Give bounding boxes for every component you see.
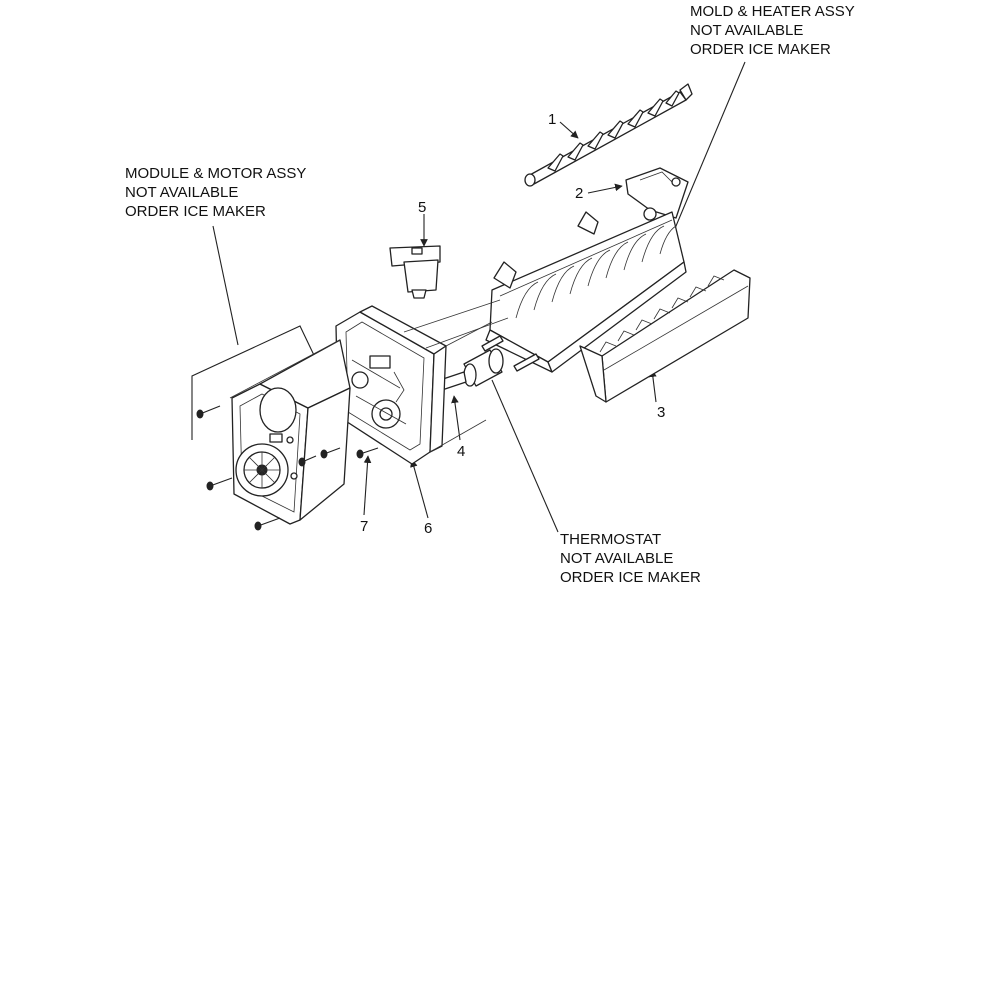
module-housing	[335, 299, 509, 465]
screw-6	[356, 447, 379, 459]
module-motor-callout: MODULE & MOTOR ASSY NOT AVAILABLE ORDER …	[125, 165, 306, 220]
thermostat-callout: THERMOSTAT NOT AVAILABLE ORDER ICE MAKER	[560, 531, 701, 586]
thermostat-callout-line-2: NOT AVAILABLE	[560, 550, 673, 567]
mold-callout-line-1: MOLD & HEATER ASSY	[690, 3, 855, 20]
leader-lines	[191, 61, 746, 533]
part-number-2: 2	[575, 185, 583, 202]
part-number-5: 5	[418, 199, 426, 216]
screw-4	[298, 455, 317, 467]
ejector-shaft	[524, 83, 693, 187]
mounting-screws	[196, 405, 379, 531]
thermostat-callout-line-3: ORDER ICE MAKER	[560, 569, 701, 586]
screw-5	[320, 447, 341, 459]
thermostat-assembly	[429, 335, 540, 391]
mold-callout-line-3: ORDER ICE MAKER	[690, 41, 831, 58]
mold-heater-callout: MOLD & HEATER ASSY NOT AVAILABLE ORDER I…	[690, 3, 855, 58]
module-callout-line-1: MODULE & MOTOR ASSY	[125, 165, 306, 182]
thermostat-callout-line-1: THERMOSTAT	[560, 531, 661, 548]
screw-2	[206, 477, 233, 491]
part-number-6: 6	[424, 520, 432, 537]
assembly-guide-lines	[229, 321, 493, 453]
screw-1	[196, 405, 221, 419]
part-number-1: 1	[548, 111, 556, 128]
part-number-7: 7	[360, 518, 368, 535]
shutoff-clip	[389, 245, 441, 299]
mold-callout-line-2: NOT AVAILABLE	[690, 22, 803, 39]
ice-stripper	[579, 269, 751, 403]
module-callout-line-2: NOT AVAILABLE	[125, 184, 238, 201]
part-number-4: 4	[457, 443, 465, 460]
part-numbers: 1 2 5 3 4 6 7	[360, 111, 665, 537]
bearing-bracket	[625, 167, 689, 221]
screw-3	[254, 517, 281, 531]
part-number-3: 3	[657, 404, 665, 421]
motor-module	[231, 339, 351, 525]
module-callout-line-3: ORDER ICE MAKER	[125, 203, 266, 220]
